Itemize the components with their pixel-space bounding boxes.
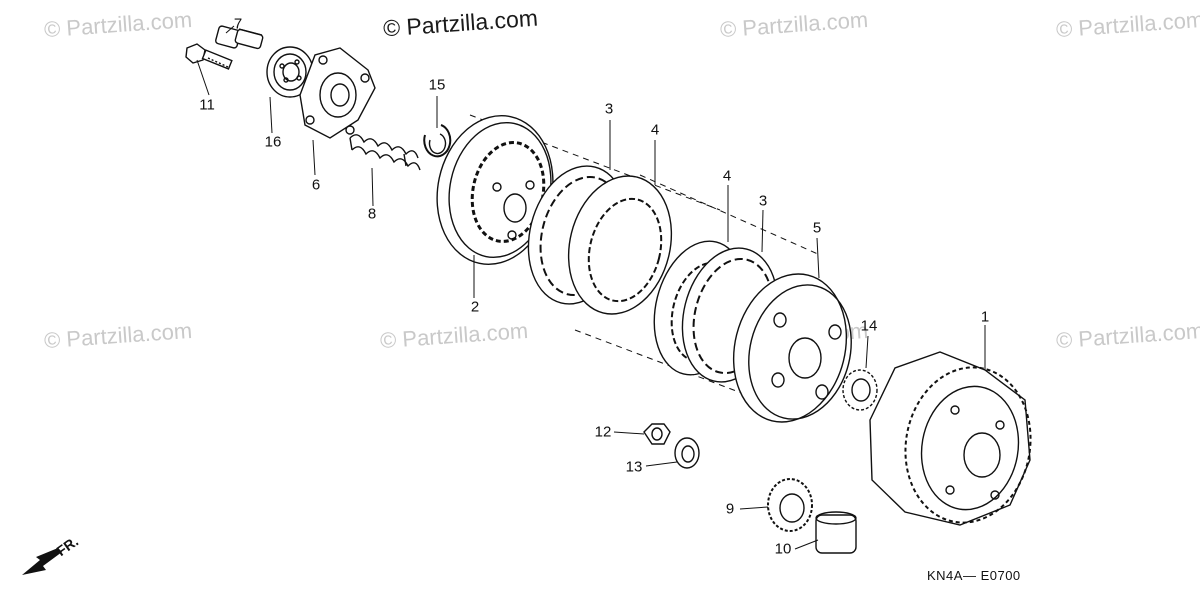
callout-1: 1 [980,308,990,326]
part-4-clutch-plate-a [555,165,686,325]
part-14-lock-washer [843,370,877,410]
callout-2: 2 [470,298,480,316]
part-13-washer [675,438,699,468]
callout-12: 12 [594,423,612,441]
part-11-bolt [186,44,232,69]
callout-13: 13 [625,458,643,476]
part-9-gear [768,479,812,531]
callout-4-upper: 4 [650,121,660,139]
callout-3-lower: 3 [758,192,768,210]
part-10-collar [816,512,856,553]
callout-3-upper: 3 [604,100,614,118]
callout-5: 5 [812,219,822,237]
part-15-circlip [424,125,450,156]
diagram-code: KN4A— E0700 [927,568,1021,583]
callout-15: 15 [428,76,446,94]
leader-lines [197,26,985,549]
callout-6: 6 [311,176,321,194]
front-direction-arrow [22,548,62,575]
callout-10: 10 [774,540,792,558]
callout-4-lower: 4 [722,167,732,185]
callout-11: 11 [199,96,215,114]
callout-8: 8 [367,205,377,223]
callout-14: 14 [860,317,878,335]
part-1-clutch-housing [870,352,1043,533]
part-5-pressure-plate [718,262,864,434]
part-12-nut [644,424,670,444]
callout-9: 9 [725,500,735,518]
part-8-spring [350,135,420,170]
part-6-lifter-plate [300,48,375,138]
callout-16: 16 [264,133,282,151]
callout-7: 7 [233,15,243,33]
part-7-pin [215,25,263,49]
